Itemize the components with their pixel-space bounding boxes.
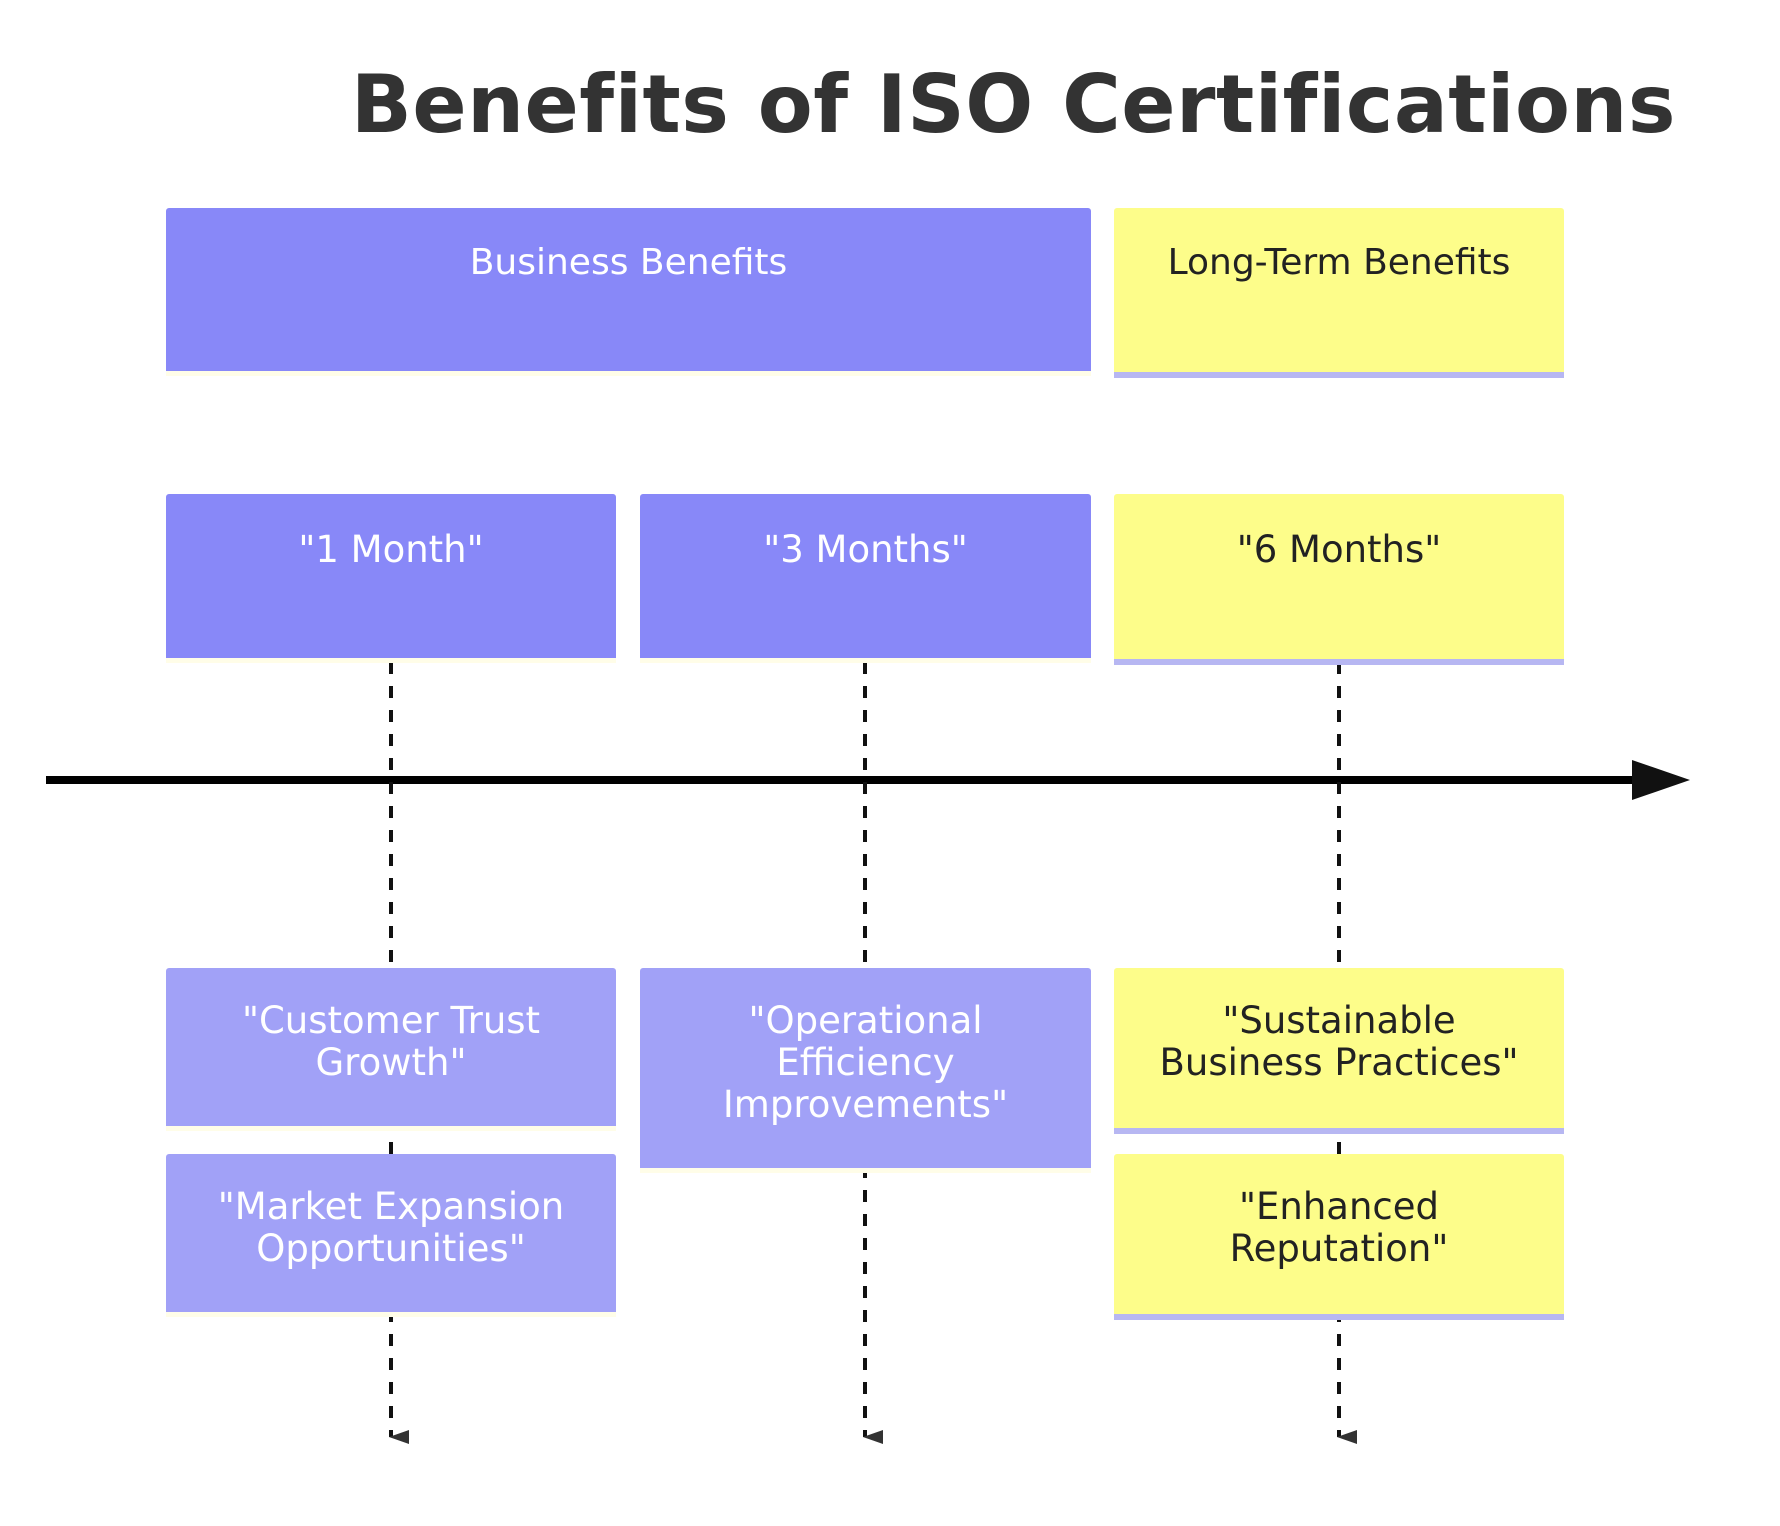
event-label: "Sustainable Business Practices" bbox=[1159, 999, 1519, 1084]
event-sustainable-business-practices: "Sustainable Business Practices" bbox=[1114, 968, 1564, 1134]
section-label: Business Benefits bbox=[469, 242, 788, 283]
section-long-term-benefits: Long-Term Benefits bbox=[1114, 208, 1564, 378]
section-business-benefits: Business Benefits bbox=[166, 208, 1091, 376]
period-label: "6 Months" bbox=[1236, 528, 1442, 571]
timeline-arrow-head bbox=[1632, 760, 1690, 800]
event-label: "Market Expansion Opportunities" bbox=[217, 1185, 565, 1270]
event-label: "Customer Trust Growth" bbox=[241, 999, 541, 1084]
event-customer-trust-growth: "Customer Trust Growth" bbox=[166, 968, 616, 1131]
period-3-months: "3 Months" bbox=[640, 494, 1091, 663]
event-market-expansion-opportunities: "Market Expansion Opportunities" bbox=[166, 1154, 616, 1317]
period-label: "3 Months" bbox=[763, 528, 968, 571]
section-label: Long-Term Benefits bbox=[1167, 242, 1511, 283]
event-enhanced-reputation: "Enhanced Reputation" bbox=[1114, 1154, 1564, 1320]
event-label: "Operational Efficiency Improvements" bbox=[722, 999, 1009, 1126]
period-1-month: "1 Month" bbox=[166, 494, 616, 663]
event-label: "Enhanced Reputation" bbox=[1229, 1185, 1449, 1270]
period-label: "1 Month" bbox=[298, 528, 484, 571]
event-operational-efficiency-improvements: "Operational Efficiency Improvements" bbox=[640, 968, 1091, 1173]
diagram-title: Benefits of ISO Certifications bbox=[350, 58, 1676, 151]
period-6-months: "6 Months" bbox=[1114, 494, 1564, 665]
